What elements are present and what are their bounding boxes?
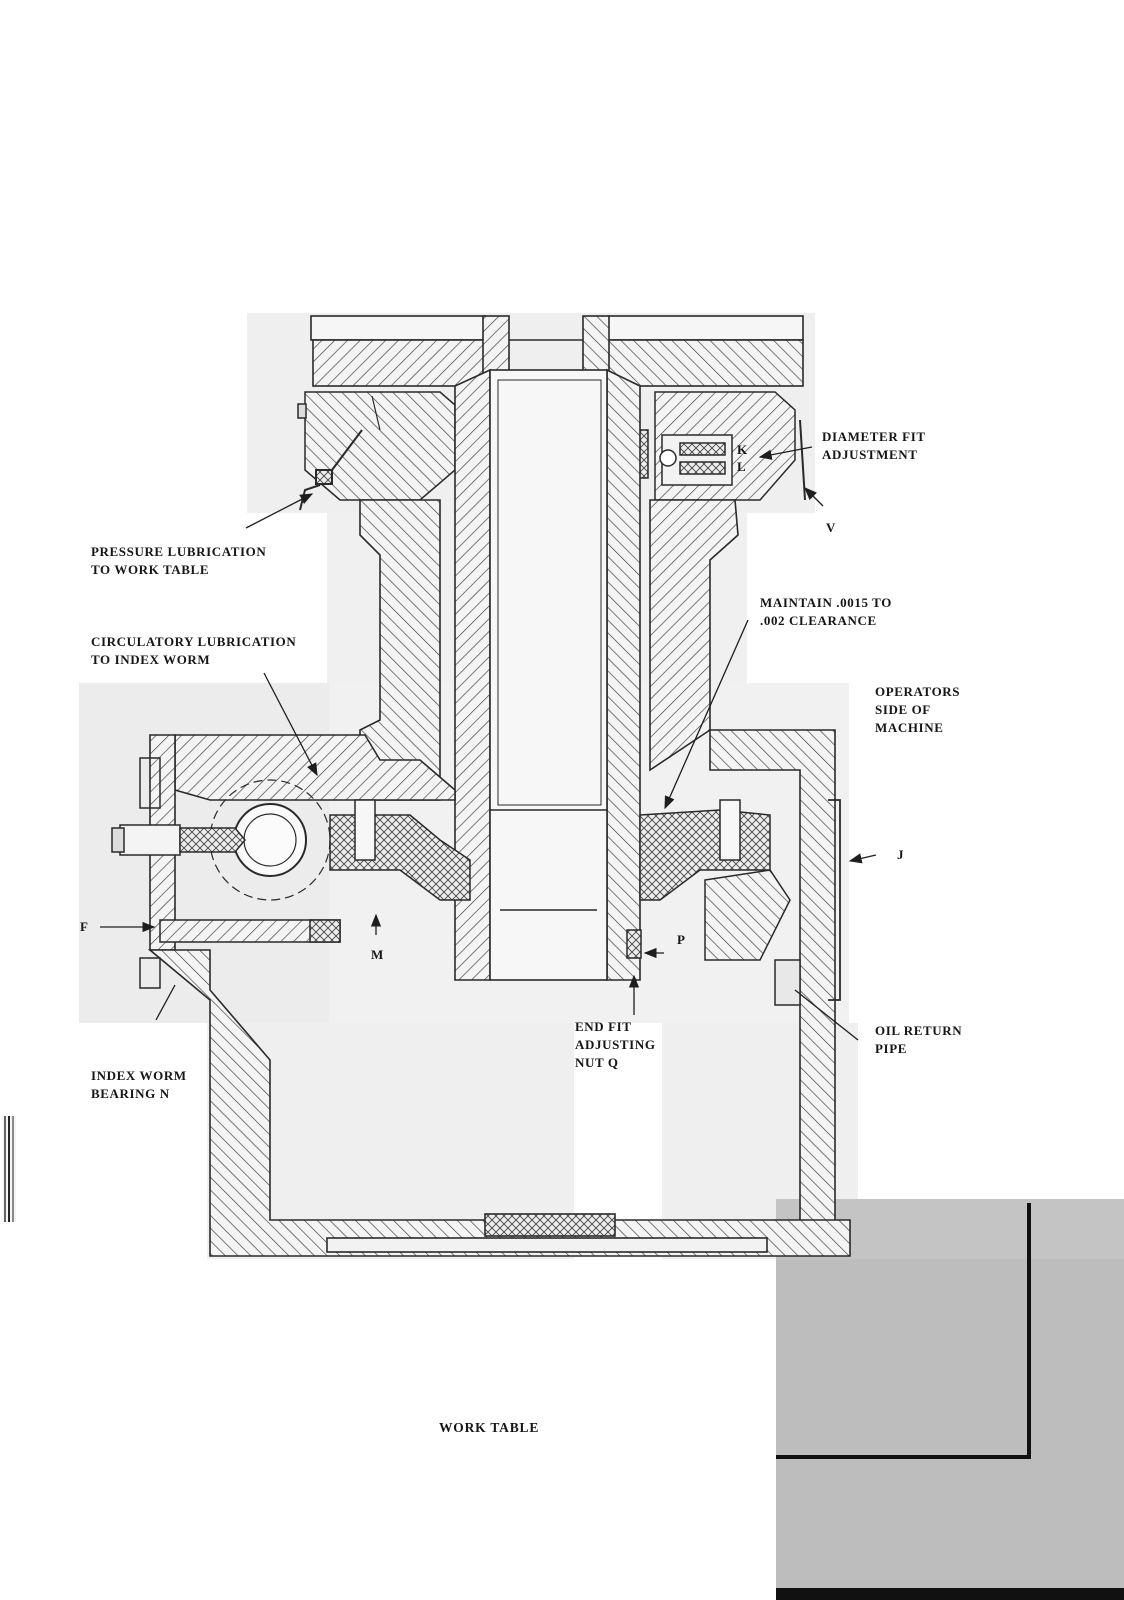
letter-v: V (826, 520, 836, 535)
oil-return-pipe-label: OIL RETURN PIPE (875, 1023, 963, 1056)
end-fit-nut-label: END FIT ADJUSTING NUT Q (575, 1019, 656, 1070)
pressure-lubrication-label: PRESSURE LUBRICATION TO WORK TABLE (91, 544, 267, 577)
letter-k: K (737, 442, 748, 457)
letter-p: P (677, 932, 686, 947)
letter-m: M (371, 947, 384, 962)
central-spindle (454, 368, 641, 981)
figure-caption: WORK TABLE (439, 1420, 540, 1435)
clearance-label: MAINTAIN .0015 TO .002 CLEARANCE (760, 595, 892, 628)
letter-l: L (737, 459, 747, 474)
letter-f: F (80, 919, 89, 934)
left-bearing-ring (297, 391, 456, 501)
index-worm-bearing-label: INDEX WORM BEARING N (91, 1068, 187, 1101)
operators-side-label: OPERATORS SIDE OF MACHINE (875, 684, 961, 735)
circulatory-lubrication-label: CIRCULATORY LUBRICATION TO INDEX WORM (91, 634, 297, 667)
operator-guard-plate (828, 799, 841, 1001)
table-photo-fragment (776, 1199, 1124, 1600)
diameter-fit-label: DIAMETER FIT ADJUSTMENT (822, 429, 926, 462)
leader-lines (100, 446, 877, 1041)
scan-edge-artifact (2, 1116, 16, 1222)
upper-column-left (359, 499, 441, 801)
lower-housing (147, 729, 851, 1257)
upper-column-right (649, 499, 739, 772)
index-worm (111, 757, 341, 989)
letter-j: J (897, 847, 905, 862)
inner-bearings (329, 799, 801, 1006)
